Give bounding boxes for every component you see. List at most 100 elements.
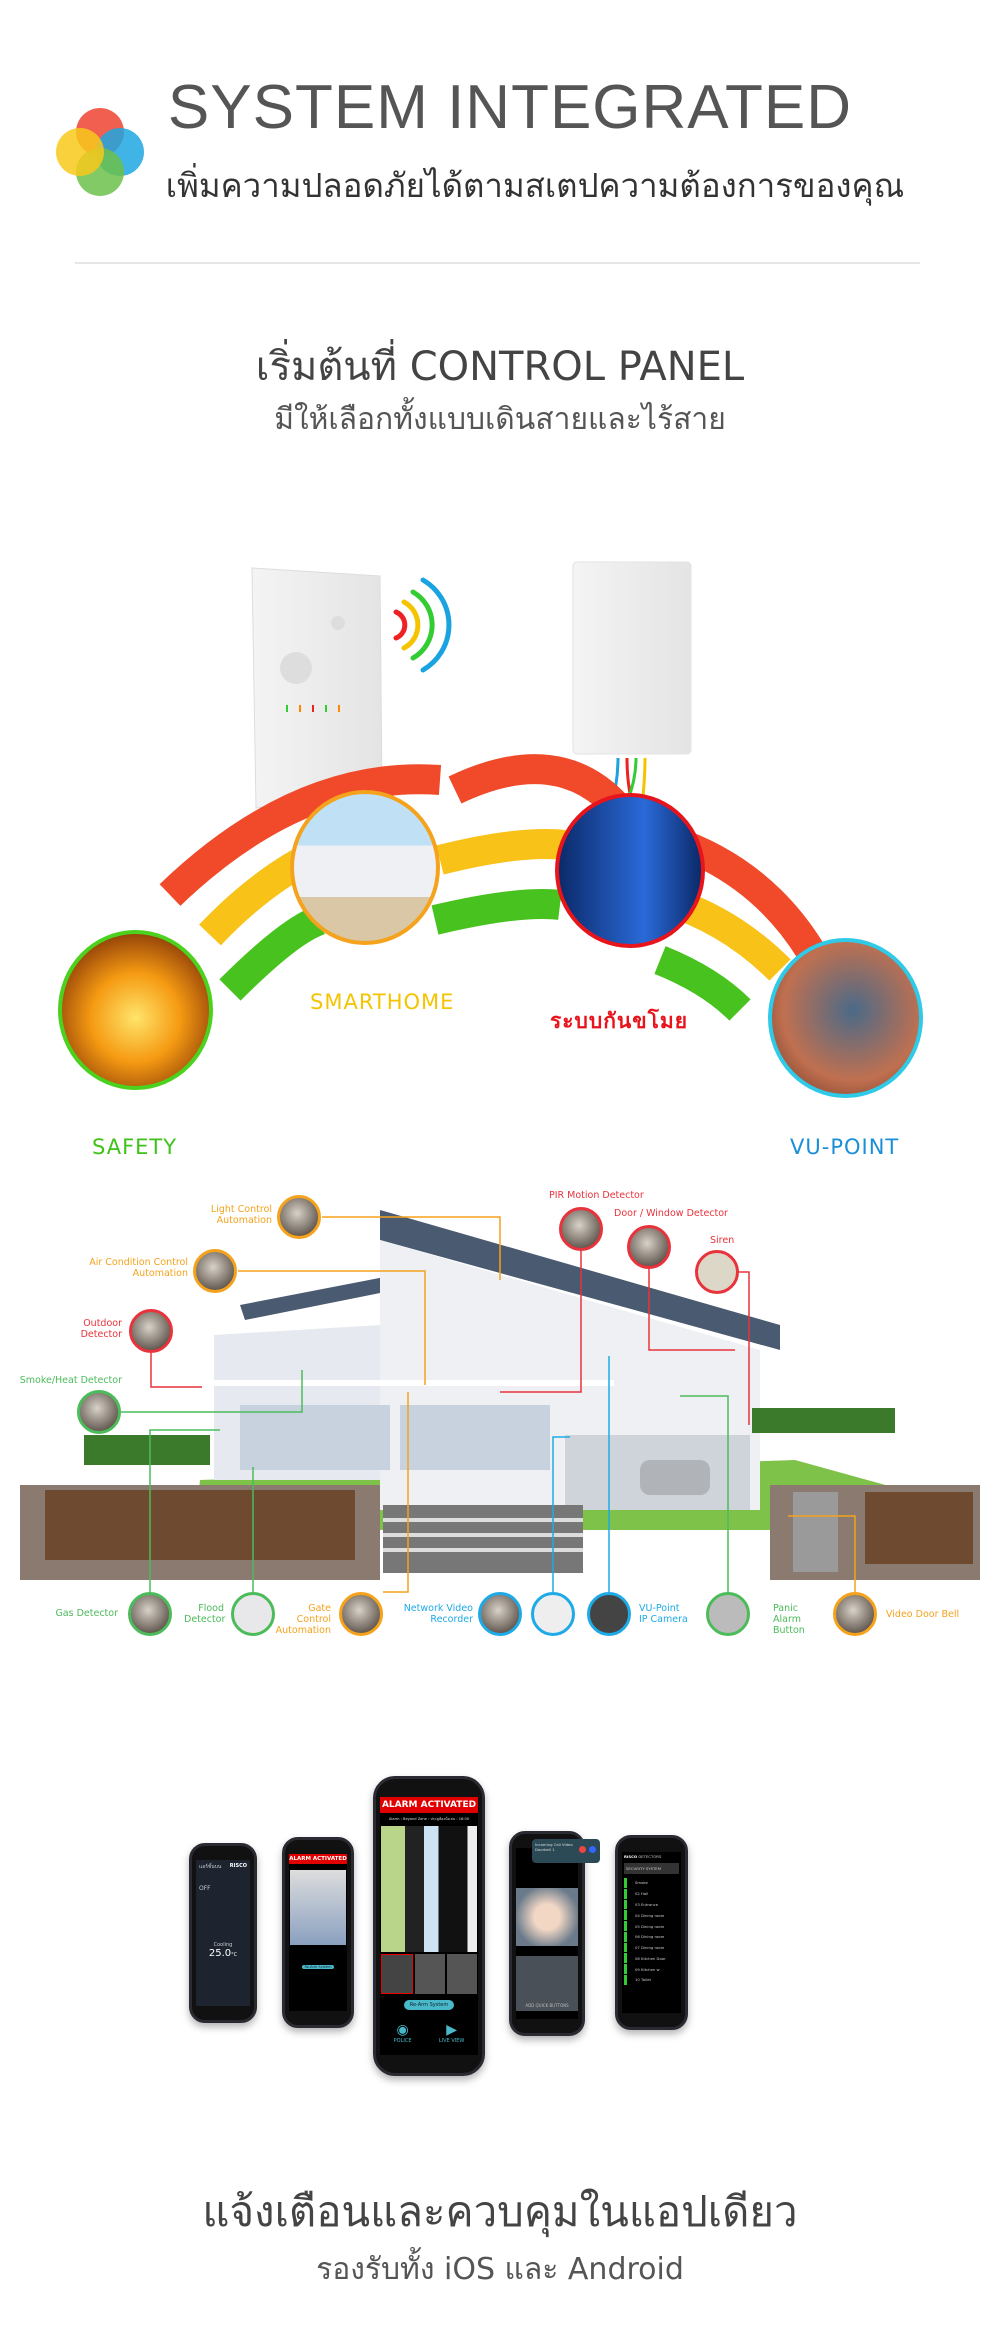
detectors-header: SECURITY SYSTEM xyxy=(624,1863,679,1874)
label-gas-detector: Gas Detector xyxy=(55,1608,118,1619)
detectors-brand: RISCO xyxy=(624,1854,638,1859)
phone-medical-alarm: ALARM ACTIVATED Re-Arm System xyxy=(282,1837,354,2028)
label-panic-button: Panic Alarm Button xyxy=(773,1603,805,1636)
phone-doorbell: ADD QUICK BUTTONS xyxy=(509,1831,585,2036)
label-pir-detector: PIR Motion Detector xyxy=(549,1190,644,1201)
divider xyxy=(75,262,920,264)
quick-buttons-panel[interactable]: ADD QUICK BUTTONS xyxy=(516,1956,578,2011)
gas-detector-icon xyxy=(128,1592,172,1636)
detector-item[interactable]: 06 Dining room xyxy=(624,1931,679,1942)
nvr-icon xyxy=(478,1592,522,1636)
live-view-label: LIVE VIEW xyxy=(438,2038,465,2044)
logo-icon xyxy=(56,108,144,196)
smoke-detector-icon xyxy=(77,1390,121,1434)
light-control-icon xyxy=(277,1195,321,1239)
flood-detector-icon xyxy=(231,1592,275,1636)
label-gate-control: Gate Control Automation xyxy=(275,1603,331,1636)
gate-control-icon xyxy=(339,1592,383,1636)
category-security: ระบบกันขโมย xyxy=(550,1009,689,1033)
alarm-detail: Alarm : Beyond Zone : ประตูห้องนั่งเล่น … xyxy=(388,1817,470,1821)
detector-item[interactable]: 10 Toilet xyxy=(624,1975,679,1985)
label-outdoor-detector: Outdoor Detector xyxy=(80,1318,122,1340)
aircon-brand: RISCO xyxy=(229,1863,247,1869)
live-view-button[interactable]: ▶LIVE VIEW xyxy=(439,2022,464,2044)
vupoint-camera-icon xyxy=(587,1592,631,1636)
brand-logo xyxy=(52,104,147,199)
page-subtitle: เพิ่มความปลอดภัยได้ตามสเตปความต้องการของ… xyxy=(165,166,905,205)
pir-detector-icon xyxy=(559,1207,603,1251)
detector-item[interactable]: 03 Entrance xyxy=(624,1899,679,1910)
detector-item[interactable]: 04 Dining room xyxy=(624,1910,679,1921)
aircon-state: OFF xyxy=(199,1885,211,1892)
accept-icon[interactable] xyxy=(589,1846,596,1853)
label-light-control: Light Control Automation xyxy=(210,1204,272,1226)
play-icon: ▶ xyxy=(446,2022,457,2038)
decline-icon[interactable] xyxy=(579,1846,586,1853)
label-nvr: Network Video Recorder xyxy=(403,1603,473,1625)
phone-aircon: แอร์ชั้นบน RISCO OFF Cooling 25.0°C xyxy=(189,1843,257,2023)
vupoint-image xyxy=(768,938,923,1098)
wifi-icon xyxy=(393,577,452,673)
label-vupoint-camera: VU-Point IP Camera xyxy=(639,1603,688,1625)
dome-camera-icon xyxy=(531,1592,575,1636)
police-button[interactable]: ◉POLICE xyxy=(394,2022,412,2044)
category-smarthome: SMARTHOME xyxy=(310,990,455,1014)
thumbnail[interactable] xyxy=(447,1954,477,1994)
detector-item[interactable]: Smoke xyxy=(624,1878,679,1888)
label-video-doorbell: Video Door Bell xyxy=(886,1609,960,1620)
detector-item[interactable]: 07 Dining room xyxy=(624,1942,679,1953)
police-icon: ◉ xyxy=(396,2022,409,2038)
detectors-section: DETECTORS xyxy=(638,1854,662,1859)
category-vupoint: VU-POINT xyxy=(790,1135,900,1159)
label-siren: Siren xyxy=(710,1235,735,1246)
police-label: POLICE xyxy=(393,2038,412,2044)
aircon-unit: °C xyxy=(231,1952,238,1958)
wireless-control-panel xyxy=(251,567,383,809)
outdoor-detector-icon xyxy=(129,1309,173,1353)
thumbnail[interactable] xyxy=(415,1954,445,1994)
safety-image xyxy=(58,930,213,1090)
smarthome-image xyxy=(290,790,440,945)
house-illustration xyxy=(20,1210,980,1593)
label-aircon: Air Condition Control Automation xyxy=(89,1257,188,1279)
notification-device: Doorbell 1 xyxy=(535,1847,555,1852)
aircon-name: แอร์ชั้นบน xyxy=(199,1864,222,1870)
footer-subtitle: รองรับทั้ง iOS และ Android xyxy=(316,2252,684,2287)
label-smoke-detector: Smoke/Heat Detector xyxy=(19,1375,122,1386)
door-window-detector-icon xyxy=(627,1225,671,1269)
security-image xyxy=(555,793,705,948)
arcs xyxy=(159,754,823,1021)
alarm-banner: ALARM ACTIVATED xyxy=(380,1797,478,1813)
alarm-photo xyxy=(290,1870,346,1945)
detector-item[interactable]: 09 Kitchen w xyxy=(624,1964,679,1975)
detector-item[interactable]: 05 Dining room xyxy=(624,1921,679,1931)
rearm-button-small[interactable]: Re-Arm System xyxy=(302,1965,334,1969)
alarm-thumbnails xyxy=(381,1954,477,1994)
detector-item[interactable]: 08 Kitchen Door xyxy=(624,1953,679,1964)
aircon-mode: Cooling xyxy=(213,1942,233,1948)
connector-lines xyxy=(121,1216,856,1593)
incoming-call-notification[interactable]: Incoming Call Video Doorbell 1 xyxy=(532,1839,600,1863)
label-door-window: Door / Window Detector xyxy=(614,1208,728,1219)
aircon-icon xyxy=(193,1249,237,1293)
page-title: SYSTEM INTEGRATED xyxy=(167,73,853,142)
detector-item[interactable]: 02 Hall xyxy=(624,1888,679,1899)
rearm-button[interactable]: Re-Arm System xyxy=(404,2000,454,2010)
doorbell-video xyxy=(516,1888,578,1946)
section-subtitle: มีให้เลือกทั้งแบบเดินสายและไร้สาย xyxy=(274,402,726,437)
section-title: เริ่มต้นที่ CONTROL PANEL xyxy=(255,344,745,390)
notification-title: Incoming Call Video xyxy=(535,1842,573,1847)
phone-intrusion-alarm: ALARM ACTIVATED Alarm : Beyond Zone : ปร… xyxy=(373,1776,485,2076)
alarm-photo-large xyxy=(381,1826,477,1952)
panic-button-icon xyxy=(706,1592,750,1636)
aircon-temp: 25.0 xyxy=(208,1948,232,1959)
video-doorbell-icon xyxy=(833,1592,877,1636)
category-safety: SAFETY xyxy=(92,1135,178,1159)
thumbnail[interactable] xyxy=(381,1954,413,1994)
alarm-banner-small: ALARM ACTIVATED xyxy=(289,1854,347,1864)
siren-icon xyxy=(695,1250,739,1294)
label-flood-detector: Flood Detector xyxy=(184,1603,226,1625)
footer-title: แจ้งเตือนและควบคุมในแอปเดียว xyxy=(202,2187,798,2236)
